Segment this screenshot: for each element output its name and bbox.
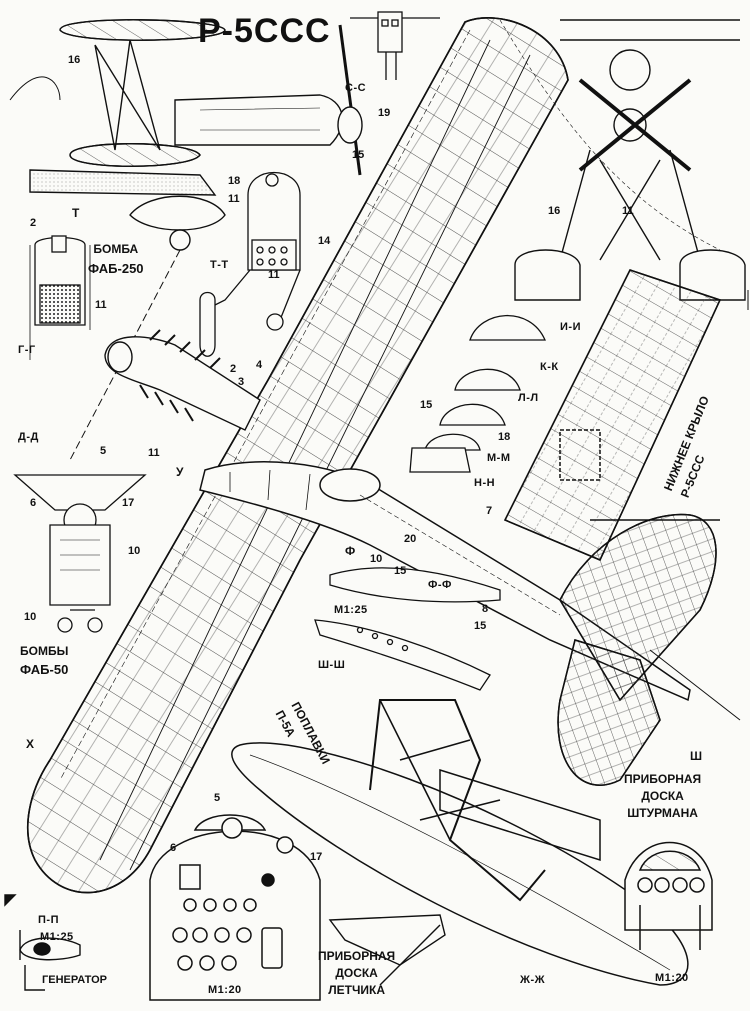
section-label: Ф-Ф [428,579,452,591]
caption-navigator-panel: ПРИБОРНАЯ ДОСКА ШТУРМАНА [624,772,702,820]
section-s-s [350,11,440,80]
caption-generator: ГЕНЕРАТОР [42,974,107,986]
section-mark: Т [72,206,80,220]
float-plan-view [231,699,689,986]
callout-number: 15 [394,565,407,577]
caption-bomb-fab250: БОМБА ФАБ-250 [88,242,144,277]
section-label: М-М [487,452,511,464]
callout-number: 18 [228,175,241,187]
callout-number: 14 [318,235,331,247]
caption-line: ШТУРМАНА [627,805,698,820]
callout-number: 11 [148,447,160,459]
section-mark: Ф [345,544,356,558]
callout-number: 6 [170,842,177,854]
callout-number: 11 [268,269,280,281]
callout-number: 6 [30,497,37,509]
section-label: Н-Н [474,477,496,489]
side-view [9,19,363,251]
section-f-f [314,567,501,691]
front-view [499,19,746,301]
callout-number: 16 [548,205,561,217]
caption-line: ДОСКА [641,788,684,803]
callout-number: 10 [128,545,141,557]
pilot-instrument-panel [149,814,321,1001]
callout-number: 4 [256,359,263,371]
callout-number: 17 [122,497,135,509]
scale-label: М1:25 [334,604,368,616]
callout-number: 10 [370,553,383,565]
section-label: Т-Т [210,259,229,271]
caption-line: ФАБ-50 [20,661,69,677]
section-label: Г-Г [18,344,36,356]
callout-number: 10 [24,611,37,623]
callout-number: 8 [482,603,489,615]
section-label: К-К [540,361,559,373]
callout-number: 15 [474,620,487,632]
callout-number: 11 [95,299,107,311]
section-label: Д-Д [18,431,39,443]
caption-pilot-panel: ПРИБОРНАЯ ДОСКА ЛЕТЧИКА [318,949,396,997]
drawing-title: Р-5ССС [198,12,331,50]
section-label: Л-Л [518,392,539,404]
horizontal-tail [557,513,741,786]
caption-line: ПРИБОРНАЯ [318,949,396,963]
scale-label: М1:20 [655,972,689,984]
callout-number: 19 [378,107,391,119]
section-label: Ж-Ж [520,974,546,986]
callout-number: 2 [230,363,237,375]
section-g-g [29,235,91,360]
caption-line: ПРИБОРНАЯ [624,772,702,786]
section-label: П-П [38,914,59,926]
rib-sections [409,315,546,473]
section-mark: Х [26,737,35,751]
lower-wing-plan [503,269,722,561]
scale-label: М1:25 [40,931,74,943]
caption-line: БОМБА [93,242,139,256]
callout-number: 3 [238,376,245,388]
scale-label: М1:20 [208,984,242,996]
callout-number: 11 [228,193,240,205]
section-label: Ш-Ш [318,659,346,671]
callout-number: 5 [214,792,221,804]
section-mark: У [176,465,184,479]
callout-number: 15 [352,149,365,161]
section-label: С-С [345,82,367,94]
section-label: И-И [560,321,581,333]
callout-number: 17 [310,851,323,863]
bomb-rack-view [13,474,147,633]
callout-number: 11 [622,205,634,217]
callout-number: 15 [420,399,433,411]
callout-number: 20 [404,533,417,545]
generator-section [4,894,81,991]
callout-number: 18 [498,431,511,443]
callout-number: 7 [486,505,493,517]
engine-cowling-view [104,329,261,431]
caption-line: БОМБЫ [20,644,69,658]
navigator-instrument-panel [624,841,713,950]
callout-number: 5 [100,445,107,457]
upper-wing-plan [27,17,569,894]
callout-number: 16 [68,54,81,66]
callout-number: 2 [30,217,37,229]
caption-line: ДОСКА [335,965,378,980]
caption-line: ЛЕТЧИКА [328,982,385,997]
cut-line-d-d [69,249,181,461]
section-t-t [199,172,301,357]
section-mark: Ш [690,749,703,763]
caption-bombs-fab50: БОМБЫ ФАБ-50 [20,644,69,678]
float-section-zh-zh [328,914,446,986]
caption-line: ФАБ-250 [88,260,144,276]
